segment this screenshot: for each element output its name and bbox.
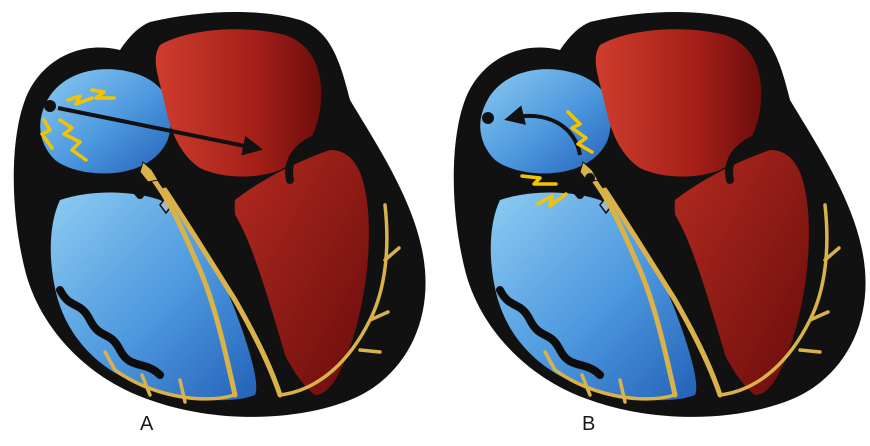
sa-node-dot-icon	[44, 100, 56, 112]
panel-b	[454, 12, 866, 417]
sa-node-dot-icon	[482, 112, 494, 124]
av-node-dot-icon	[585, 173, 595, 183]
panel-label-b: B	[582, 414, 595, 434]
panel-a	[14, 12, 426, 417]
panel-label-a: A	[140, 414, 153, 434]
